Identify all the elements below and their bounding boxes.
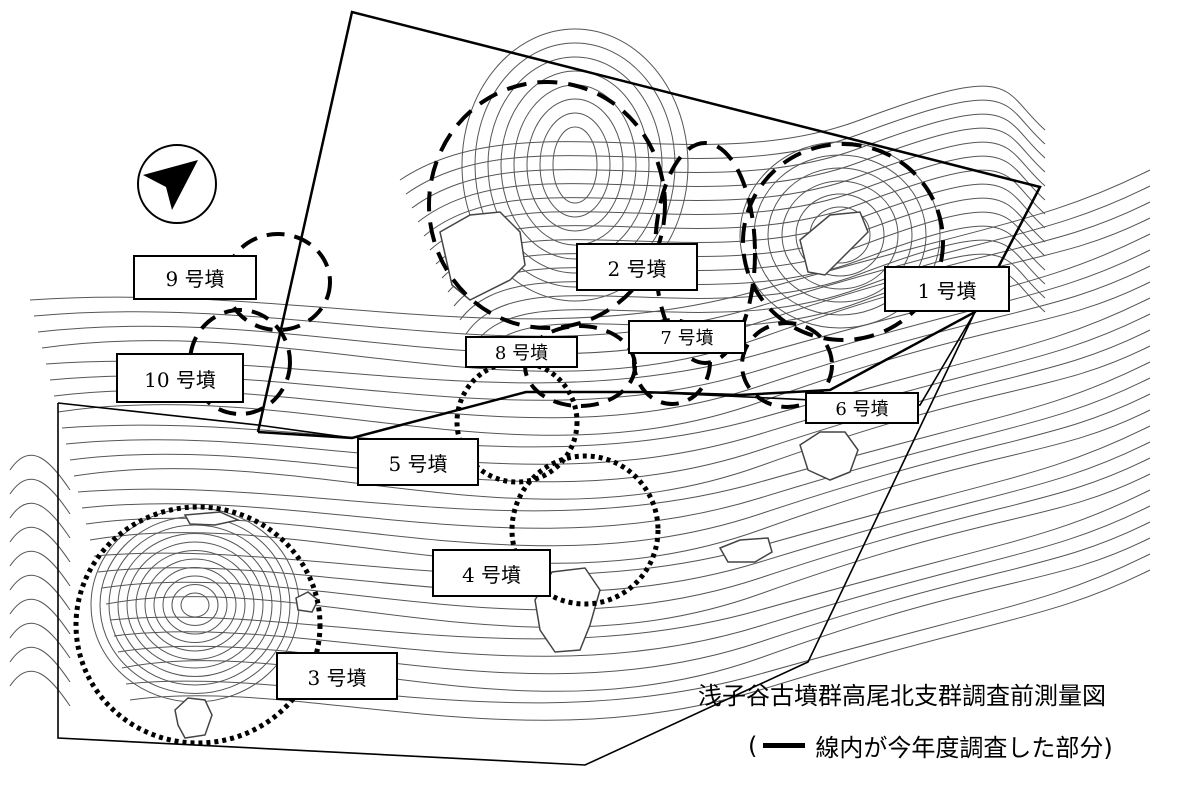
north-arrow-icon — [137, 144, 217, 224]
map-caption-title: 浅子谷古墳群高尾北支群調査前測量図 — [698, 682, 1106, 710]
contour-line — [144, 558, 246, 652]
contour-line — [109, 489, 1151, 640]
rock — [439, 211, 526, 301]
legend-line-icon — [763, 743, 806, 748]
contour-line — [108, 524, 282, 686]
contour-line — [513, 84, 637, 246]
contour-line — [113, 505, 1151, 657]
rock — [295, 591, 319, 613]
contour-line — [9, 670, 71, 707]
rock — [799, 431, 859, 481]
contour-line — [9, 574, 71, 611]
contour-line — [9, 598, 71, 635]
contour-line — [417, 127, 1046, 223]
contour-line — [93, 425, 1151, 576]
contour-line — [9, 502, 71, 539]
mound-1-outline — [741, 142, 945, 342]
contour-line — [129, 569, 1151, 721]
contour-line — [61, 297, 1151, 448]
contour-line — [29, 169, 1151, 320]
contour-line — [9, 526, 71, 563]
contour-line — [81, 377, 1151, 529]
contour-line — [69, 329, 1151, 483]
contour-line — [781, 180, 899, 290]
mound-label-10: 10 号墳 — [116, 353, 244, 403]
contour-line — [117, 521, 1151, 675]
contour-line — [435, 169, 1046, 265]
contour-line — [399, 85, 1046, 181]
map-legend: ( 線内が今年度調査した部分) — [748, 728, 1113, 763]
contour-line — [117, 533, 273, 677]
rock — [174, 697, 213, 739]
mound-6-outline — [740, 321, 834, 409]
rock — [799, 211, 869, 276]
mound-label-4: 4 号墳 — [432, 549, 551, 597]
contour-line — [465, 239, 1046, 335]
mound-label-1: 1 号墳 — [884, 266, 1010, 312]
mound-label-8: 8 号墳 — [465, 336, 578, 368]
contour-line — [135, 550, 255, 660]
contour-line — [171, 584, 219, 626]
mound-4-outline — [509, 453, 661, 607]
contour-line — [411, 113, 1046, 209]
contour-line — [487, 56, 663, 274]
contour-line — [423, 141, 1046, 237]
mound-label-9: 9 号墳 — [133, 255, 257, 300]
rock — [718, 537, 773, 563]
legend-text: 線内が今年度調査した部分) — [815, 734, 1113, 762]
contour-line — [77, 361, 1151, 512]
contour-line — [429, 155, 1046, 251]
rock-outcrops — [174, 211, 869, 739]
survey-boundary — [57, 10, 1042, 766]
contour-line — [539, 112, 611, 218]
rock — [534, 567, 601, 653]
contour-line — [53, 265, 1151, 419]
contour-line — [105, 473, 1151, 628]
contour-line — [99, 516, 291, 694]
contour-line — [739, 141, 941, 329]
mound-label-2: 2 号墳 — [576, 243, 698, 291]
contour-line — [97, 441, 1151, 593]
contour-line — [9, 646, 71, 683]
contour-line — [126, 541, 264, 669]
contour-line — [500, 70, 650, 260]
contour-line — [552, 126, 598, 204]
contour-line — [49, 249, 1151, 401]
legend-open-paren: ( — [748, 731, 758, 760]
mound-label-6: 6 号墳 — [805, 392, 919, 424]
mound-2-outline — [427, 80, 667, 330]
mound-label-7: 7 号墳 — [628, 320, 746, 354]
contour-line — [9, 454, 71, 491]
boundary-lower — [57, 311, 976, 766]
mound-label-5: 5 号墳 — [357, 438, 479, 486]
contour-line — [65, 313, 1151, 465]
contour-line — [9, 550, 71, 587]
contour-line — [45, 233, 1151, 384]
contour-line — [101, 457, 1151, 611]
contour-lines — [9, 28, 1151, 721]
mound-3-outline — [73, 504, 323, 746]
contour-line — [73, 345, 1151, 500]
mound-label-3: 3 号墳 — [276, 652, 398, 700]
contour-line — [180, 592, 210, 618]
contour-line — [85, 393, 1151, 547]
contour-line — [471, 253, 1046, 349]
mound-10-outline — [188, 308, 292, 416]
contour-line — [41, 217, 1151, 372]
contour-line — [153, 567, 237, 643]
contour-line — [9, 478, 71, 515]
rock — [183, 511, 241, 526]
contour-line — [162, 575, 228, 635]
contour-line — [461, 28, 689, 302]
tumulus-outlines — [73, 80, 945, 746]
contour-line — [89, 409, 1151, 564]
contour-line — [753, 154, 927, 316]
contour-line — [526, 98, 624, 232]
contour-line — [9, 622, 71, 659]
